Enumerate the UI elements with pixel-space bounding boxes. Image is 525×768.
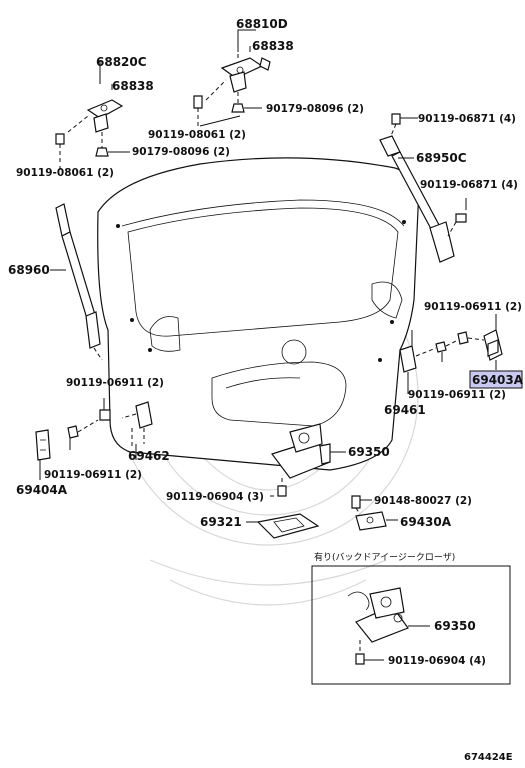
striker-69404A bbox=[35, 398, 153, 480]
label-69350: 69350 bbox=[348, 445, 390, 459]
inset-closer-box bbox=[311, 565, 511, 685]
hinge-68820C bbox=[55, 60, 130, 162]
label-69462: 69462 bbox=[128, 449, 170, 463]
striker-69403A bbox=[399, 314, 503, 394]
label-90148-80027: 90148-80027 (2) bbox=[374, 495, 472, 507]
label-90119-06911-l2: 90119-06911 (2) bbox=[44, 469, 142, 481]
label-69404A: 69404A bbox=[16, 483, 68, 497]
label-90179-top: 90179-08096 (2) bbox=[266, 103, 364, 115]
label-69430A: 69430A bbox=[400, 515, 452, 529]
inset-title: 有り(バックドアイージークローザ) bbox=[314, 551, 455, 563]
label-68838-left: 68838 bbox=[112, 79, 154, 93]
inset-label-69350: 69350 bbox=[434, 619, 476, 633]
label-68950C: 68950C bbox=[416, 151, 467, 165]
label-90119-06871-b: 90119-06871 (4) bbox=[420, 179, 518, 191]
label-68810D: 68810D bbox=[236, 17, 288, 31]
label-90119-06911-r2: 90119-06911 (2) bbox=[408, 389, 506, 401]
label-90119-06904: 90119-06904 (3) bbox=[166, 491, 264, 503]
bracket-69430A bbox=[351, 495, 398, 531]
inset-label-bolt: 90119-06904 (4) bbox=[388, 655, 486, 667]
figure-code: 674424E bbox=[464, 752, 513, 763]
strut-68950C bbox=[379, 113, 467, 263]
label-69461: 69461 bbox=[384, 403, 426, 417]
label-68960: 68960 bbox=[8, 263, 50, 277]
back-door-panel bbox=[97, 157, 419, 471]
label-90119-06871-a: 90119-06871 (4) bbox=[418, 113, 516, 125]
labels: 68810D 68838 68820C 68838 90179-08096 (2… bbox=[8, 17, 524, 763]
label-90119-06911-l1: 90119-06911 (2) bbox=[66, 377, 164, 389]
strut-68960 bbox=[50, 203, 103, 361]
label-90179-left: 90179-08096 (2) bbox=[132, 146, 230, 158]
label-90119-08061-mid: 90119-08061 (2) bbox=[148, 129, 246, 141]
leader-lines bbox=[59, 115, 241, 170]
label-90119-08061-left: 90119-08061 (2) bbox=[16, 167, 114, 179]
label-69321: 69321 bbox=[200, 515, 242, 529]
label-90119-06911-r1: 90119-06911 (2) bbox=[424, 301, 522, 313]
label-68838-top: 68838 bbox=[252, 39, 294, 53]
label-69403A: 69403A bbox=[472, 373, 524, 387]
lock-69350 bbox=[270, 423, 346, 497]
handle-69321 bbox=[246, 513, 320, 539]
hinge-68810D bbox=[193, 29, 271, 126]
label-68820C: 68820C bbox=[96, 55, 147, 69]
highlight-69403A bbox=[469, 370, 523, 389]
